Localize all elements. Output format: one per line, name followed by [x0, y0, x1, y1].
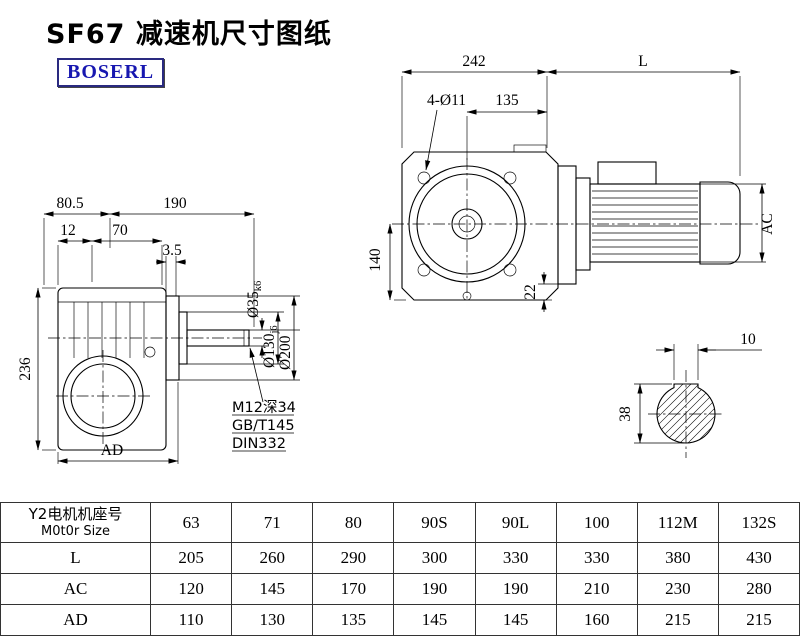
- table-cell: 430: [717, 542, 800, 574]
- column-header: 80: [312, 502, 395, 543]
- table-cell: 145: [231, 573, 314, 605]
- dim-12: 12: [60, 222, 76, 239]
- section-hatching: [657, 384, 715, 444]
- motor-size-header: Y2电机机座号 M0t0r Size: [0, 502, 151, 543]
- dim-shaft-dia: Ø35k6: [245, 281, 264, 318]
- table-cell: 160: [555, 604, 638, 636]
- table-cell: 260: [231, 542, 314, 574]
- table-cell: 145: [474, 604, 557, 636]
- table-cell: 190: [474, 573, 557, 605]
- dim-ad: AD: [101, 442, 123, 459]
- dim-AC: AC: [759, 213, 776, 235]
- table-cell: 205: [149, 542, 233, 574]
- table-row: AD 110 130 135 145 145 160 215 215: [0, 604, 800, 636]
- shaft-keyway-detail: 10 38: [617, 331, 762, 458]
- table-cell: 120: [149, 573, 233, 605]
- row-label-AC: AC: [0, 573, 151, 605]
- dim-70: 70: [112, 222, 128, 239]
- dim-L: L: [638, 53, 647, 70]
- column-header: 90L: [474, 502, 557, 543]
- table-cell: 210: [555, 573, 638, 605]
- table-cell: 380: [636, 542, 719, 574]
- dim-190: 190: [163, 195, 187, 212]
- column-header: 100: [555, 502, 638, 543]
- dim-bolt-holes: 4-Ø11: [427, 92, 466, 109]
- table-cell: 300: [393, 542, 476, 574]
- table-cell: 230: [636, 573, 719, 605]
- table-cell: 190: [393, 573, 476, 605]
- motor-size-header-en: M0t0r Size: [40, 524, 111, 539]
- dim-80-5: 80.5: [56, 195, 83, 212]
- page-title: SF67 减速机尺寸图纸: [46, 19, 332, 50]
- row-label-AD: AD: [0, 604, 151, 636]
- dim-236: 236: [17, 357, 34, 381]
- table-cell: 280: [717, 573, 800, 605]
- dim-38: 38: [617, 406, 634, 422]
- table-cell: 290: [312, 542, 395, 574]
- column-header: 71: [231, 502, 314, 543]
- table-cell: 330: [474, 542, 557, 574]
- note-tap-hole: M12深34: [232, 399, 296, 416]
- table-cell: 215: [717, 604, 800, 636]
- column-header: 90S: [393, 502, 476, 543]
- dim-22: 22: [522, 284, 539, 300]
- table-cell: 145: [393, 604, 476, 636]
- column-header: 63: [149, 502, 233, 543]
- note-din-standard: DIN332: [232, 436, 286, 452]
- dim-flange-dia: Ø200: [277, 335, 294, 370]
- front-view-drawing: 242 L 135 4-Ø11 140 22 AC: [367, 53, 776, 312]
- note-gb-standard: GB/T145: [232, 418, 295, 434]
- motor-size-table: Y2电机机座号 M0t0r Size 63 71 80 90S 90L 100 …: [0, 502, 800, 636]
- dim-10: 10: [740, 331, 756, 348]
- column-header: 112M: [636, 502, 719, 543]
- motor-cooling-fins: [592, 190, 698, 255]
- table-row: L 205 260 290 300 330 330 380 430: [0, 542, 800, 574]
- side-view-drawing: 80.5 190 12 70 3.5 236 AD: [17, 195, 300, 464]
- table-cell: 215: [636, 604, 719, 636]
- dim-3-5: 3.5: [162, 242, 182, 259]
- table-header-row: Y2电机机座号 M0t0r Size 63 71 80 90S 90L 100 …: [0, 502, 800, 543]
- dim-242: 242: [462, 53, 485, 70]
- motor-size-header-cn: Y2电机机座号: [28, 505, 123, 523]
- table-cell: 135: [312, 604, 395, 636]
- column-header: 132S: [717, 502, 800, 543]
- dim-140: 140: [367, 248, 384, 272]
- table-cell: 130: [231, 604, 314, 636]
- row-label-L: L: [0, 542, 151, 574]
- table-cell: 110: [149, 604, 233, 636]
- table-cell: 170: [312, 573, 395, 605]
- table-row: AC 120 145 170 190 190 210 230 280: [0, 573, 800, 605]
- dimension-drawing: 80.5 190 12 70 3.5 236 AD: [17, 53, 776, 464]
- table-cell: 330: [555, 542, 638, 574]
- dim-spigot-dia: Ø130j6: [261, 325, 280, 368]
- dim-135: 135: [495, 92, 519, 109]
- boserl-logo: BOSERL: [57, 58, 165, 87]
